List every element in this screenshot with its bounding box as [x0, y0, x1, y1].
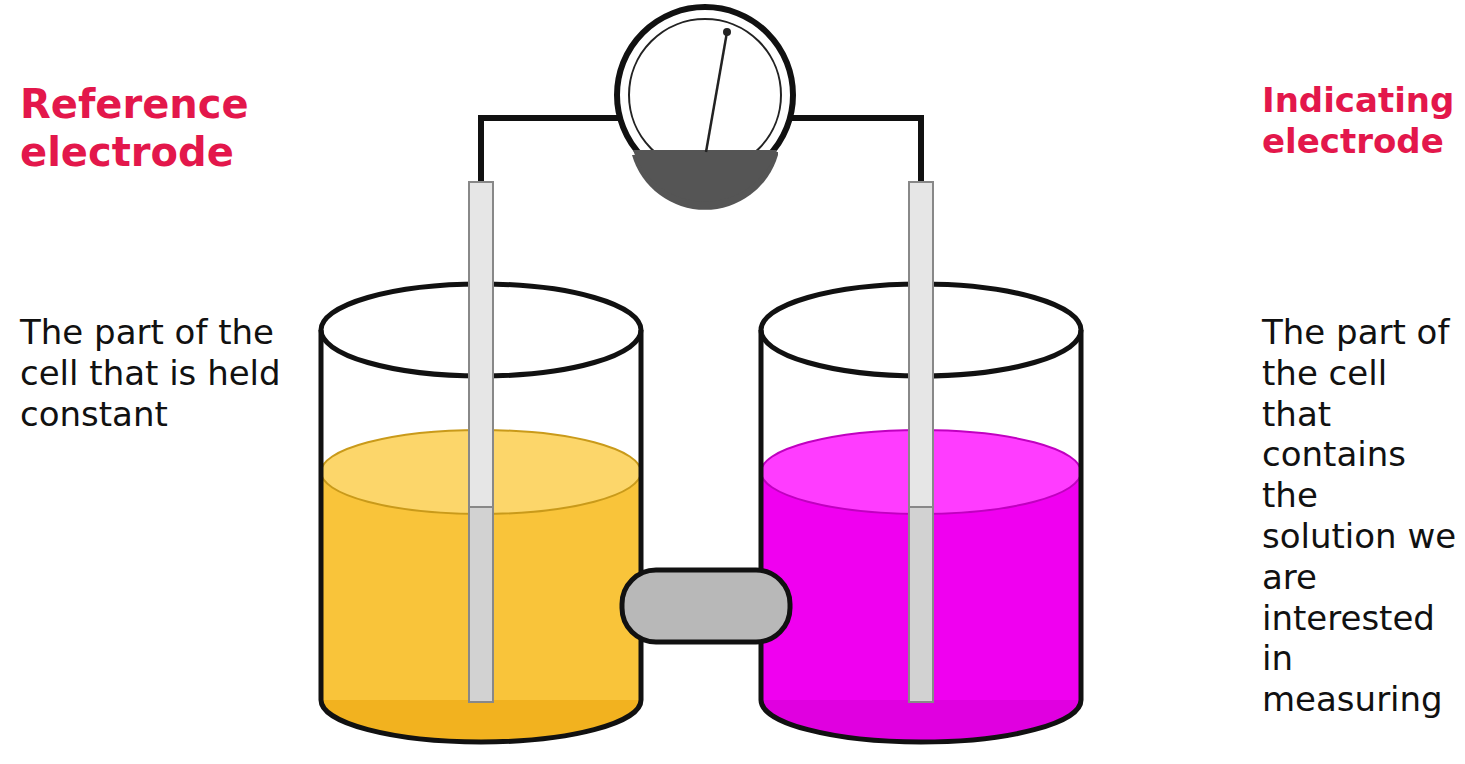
voltmeter — [617, 7, 793, 210]
wire — [788, 118, 921, 185]
description-note: The part of the cell that is held consta… — [20, 312, 310, 434]
part-name: Reference electrode — [20, 80, 310, 176]
description-note: The part of the cell that contains the s… — [1262, 312, 1458, 720]
part-name: Indicating electrode — [1262, 80, 1458, 162]
reference-electrode-rod — [469, 182, 493, 702]
wire — [481, 118, 622, 185]
indicating-electrode-rod — [909, 182, 933, 702]
salt-bridge — [622, 570, 790, 642]
